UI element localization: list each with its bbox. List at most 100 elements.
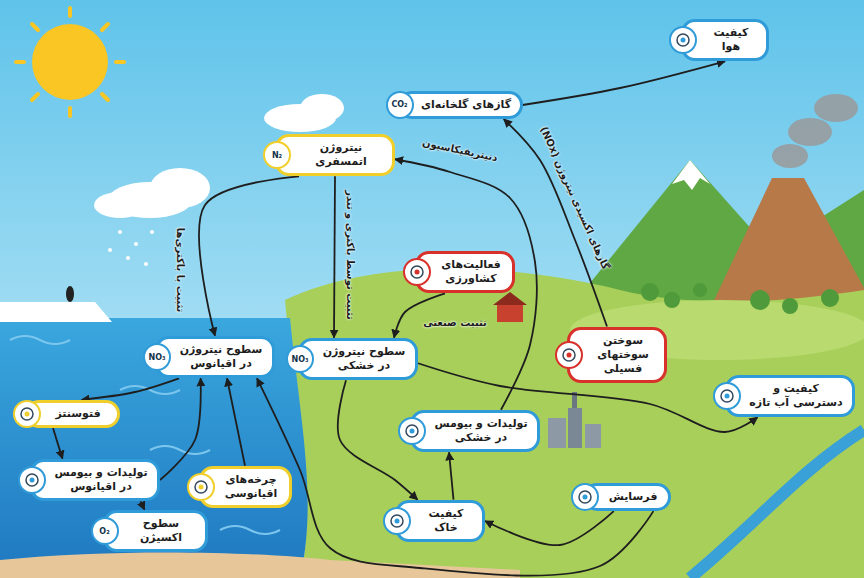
river: [690, 430, 864, 578]
cycle-box: NO₃سطوح نیتروژن در خشکی: [298, 338, 418, 381]
rain-drop: [108, 248, 112, 252]
icon-glyph: [389, 513, 405, 529]
barn: [497, 304, 523, 322]
icon-label: CO₂: [391, 100, 407, 109]
icon-badge: CO₂: [386, 91, 414, 119]
icon-label: NO₃: [149, 353, 166, 362]
cycle-box: کیفیت هوا: [681, 19, 769, 62]
box-label: کیفیت هوا: [704, 26, 758, 55]
rain-drop: [134, 242, 138, 246]
box-label: فتوسنتز: [48, 407, 109, 421]
cycle-box: تولیدات و بیومس در اقیانوس: [30, 459, 160, 502]
tree: [664, 292, 680, 308]
icon-ring: [26, 474, 38, 486]
sun-ray: [68, 108, 72, 116]
tree: [750, 290, 770, 310]
flow-arrow: [82, 378, 180, 400]
flow-arrow: [199, 176, 299, 335]
icon-dot: [583, 494, 588, 499]
cycle-box: سوختن سوختهای فسیلی: [567, 327, 667, 384]
box-label: تولیدات و بیومس در خشکی: [433, 417, 529, 446]
icon-badge: [571, 483, 599, 511]
building: [568, 408, 582, 448]
process-label: تثبیت با باکتری‌ها: [175, 228, 186, 313]
sun-rays: [16, 8, 124, 116]
rain-drop: [126, 256, 130, 260]
icon-badge: [187, 473, 215, 501]
icon-dot: [725, 394, 730, 399]
cloud-puff: [150, 168, 210, 208]
snow-cap: [672, 160, 710, 190]
icon-badge: [713, 382, 741, 410]
sun-ray: [32, 24, 38, 30]
tree: [782, 298, 798, 314]
icon-ring: [411, 266, 423, 278]
icon-dot: [410, 429, 415, 434]
farm: [493, 292, 527, 322]
icon-badge: [383, 507, 411, 535]
wave: [10, 336, 70, 344]
icon-ring: [21, 408, 33, 420]
flow-arrow: [141, 501, 145, 509]
sun-ray: [102, 24, 108, 30]
cycle-box: فتوسنتز: [25, 400, 120, 428]
sea-floor: [0, 552, 520, 578]
cycle-box: N₂ نیتروژن اتمسفری: [275, 134, 395, 177]
icon-ring: [563, 349, 575, 361]
icon-ring: [195, 481, 207, 493]
icon-label: N₂: [272, 151, 282, 160]
icon-badge: [403, 258, 431, 286]
box-label: سطوح نیتروژن در خشکی: [321, 345, 407, 374]
flow-arrow: [53, 428, 63, 459]
icon-ring: [677, 34, 689, 46]
penguin: [66, 286, 74, 302]
icon-badge: NO₃: [143, 343, 171, 371]
icon-badge: [398, 417, 426, 445]
box-label: نیتروژن اتمسفری: [298, 141, 384, 170]
box-label: فرسایش: [606, 490, 660, 504]
process-label: تثبیت توسط باکتری و تندر: [345, 190, 356, 319]
icon-dot: [681, 38, 686, 43]
cycle-box: کیفیت خاک: [395, 500, 485, 543]
rain-drop: [144, 262, 148, 266]
icon-dot: [567, 352, 572, 357]
tree: [693, 283, 707, 297]
cloud-puff: [300, 94, 344, 122]
smoke-puff: [788, 118, 832, 146]
cloud-puff: [94, 192, 146, 218]
icon-ring: [721, 390, 733, 402]
icon-badge: N₂: [263, 141, 291, 169]
tree: [821, 289, 839, 307]
tree: [641, 283, 659, 301]
icon-glyph: [719, 388, 735, 404]
cycle-box: فعالیت‌های کشاورزی: [415, 251, 515, 294]
icon-glyph: [19, 406, 35, 422]
box-label: فعالیت‌های کشاورزی: [438, 258, 504, 287]
sun-ray: [32, 94, 38, 100]
icon-dot: [30, 478, 35, 483]
sun-ray: [116, 60, 124, 64]
ice-shelf: [0, 302, 112, 322]
cloud: [264, 94, 344, 132]
icon-ring: [406, 425, 418, 437]
cycle-box: تولیدات و بیومس در خشکی: [410, 410, 540, 453]
box-label: کیفیت و دسترسی آب تازه: [748, 382, 844, 411]
box-label: سوختن سوختهای فسیلی: [590, 334, 656, 377]
icon-ring: [391, 515, 403, 527]
flow-arrow: [227, 378, 245, 465]
icon-glyph: [675, 32, 691, 48]
sun-ray: [68, 8, 72, 16]
building: [585, 424, 601, 448]
rain-drop: [150, 230, 154, 234]
cycle-box: CO₂گازهای گلخانه‌ای: [398, 91, 523, 119]
box-label: چرخه‌های اقیانوسی: [222, 473, 281, 502]
box-label: سطوح نیتروژن در اقیانوس: [178, 343, 264, 372]
icon-glyph: [577, 489, 593, 505]
flow-arrow: [523, 61, 726, 105]
icon-badge: [555, 341, 583, 369]
wave: [150, 446, 210, 454]
cycle-box: کیفیت و دسترسی آب تازه: [725, 375, 855, 418]
flow-arrow: [485, 511, 614, 545]
